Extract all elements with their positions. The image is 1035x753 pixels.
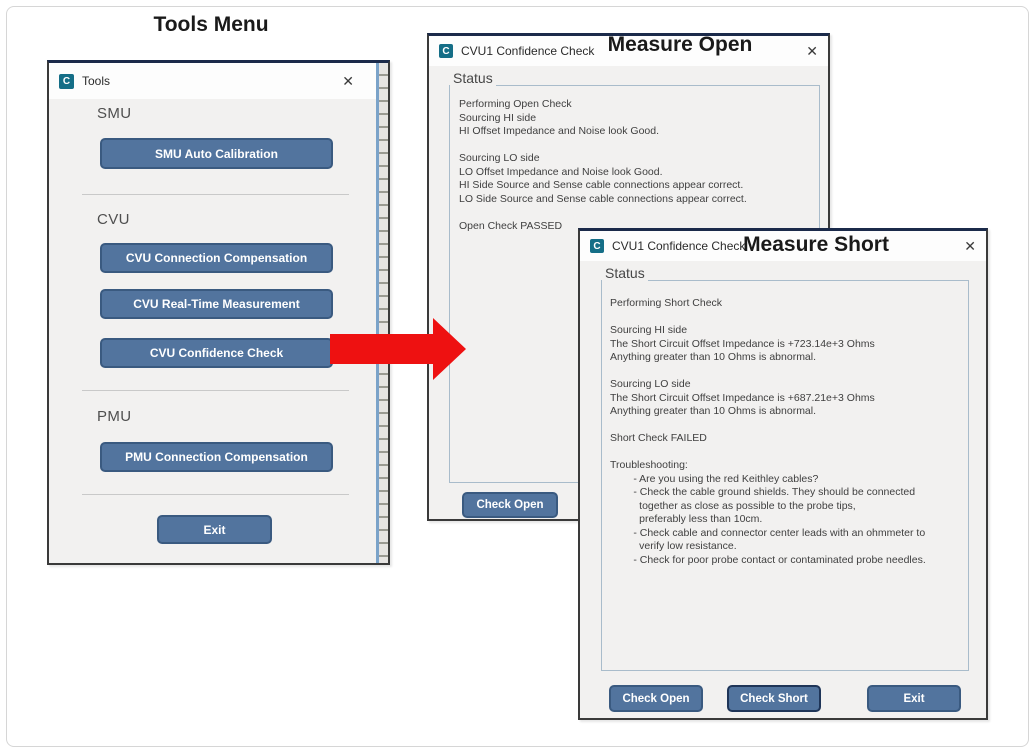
short-status-text: Performing Short Check Sourcing HI side … xyxy=(610,297,926,566)
clarius-app-icon: C xyxy=(590,239,604,253)
tools-window: C Tools ✕ SMU SMU Auto Calibration CVU C… xyxy=(47,60,390,565)
smu-auto-calibration-button[interactable]: SMU Auto Calibration xyxy=(100,138,333,169)
cvu-connection-compensation-button[interactable]: CVU Connection Compensation xyxy=(100,243,333,273)
section-label-pmu: PMU xyxy=(97,408,132,425)
tools-window-title: Tools xyxy=(82,74,111,88)
measure-short-annotation: Measure Short xyxy=(743,233,889,256)
divider xyxy=(82,494,349,495)
measure-short-window-title: CVU1 Confidence Check xyxy=(612,239,746,253)
exit-button[interactable]: Exit xyxy=(867,685,961,712)
measure-open-window-title: CVU1 Confidence Check xyxy=(461,44,595,58)
check-short-button[interactable]: Check Short xyxy=(727,685,821,712)
close-icon[interactable]: ✕ xyxy=(964,238,976,254)
tools-titlebar[interactable]: C Tools ✕ xyxy=(49,63,376,99)
open-status-text: Performing Open Check Sourcing HI side H… xyxy=(459,98,747,232)
check-open-button[interactable]: Check Open xyxy=(609,685,703,712)
measure-open-titlebar[interactable]: C CVU1 Confidence Check ✕ xyxy=(429,36,828,66)
divider xyxy=(82,194,349,195)
section-label-smu: SMU xyxy=(97,105,132,122)
scrollbar[interactable] xyxy=(376,63,388,563)
measure-short-titlebar[interactable]: C CVU1 Confidence Check ✕ xyxy=(580,231,986,261)
status-group-label: Status xyxy=(450,70,496,86)
check-open-button[interactable]: Check Open xyxy=(462,492,558,518)
pmu-connection-compensation-button[interactable]: PMU Connection Compensation xyxy=(100,442,333,472)
clarius-app-icon: C xyxy=(59,73,74,89)
divider xyxy=(82,390,349,391)
cvu-confidence-check-button[interactable]: CVU Confidence Check xyxy=(100,338,333,368)
status-group-label: Status xyxy=(602,265,648,281)
exit-button[interactable]: Exit xyxy=(157,515,272,544)
red-arrow-icon xyxy=(330,318,466,380)
cvu-real-time-measurement-button[interactable]: CVU Real-Time Measurement xyxy=(100,289,333,319)
close-icon[interactable]: ✕ xyxy=(806,43,818,59)
measure-open-annotation: Measure Open xyxy=(607,33,753,56)
close-icon[interactable]: ✕ xyxy=(342,73,354,89)
clarius-app-icon: C xyxy=(439,44,453,58)
measure-short-window: C CVU1 Confidence Check ✕ Status Perform… xyxy=(578,228,988,720)
status-group-box xyxy=(601,280,969,671)
section-label-cvu: CVU xyxy=(97,211,130,228)
tools-menu-annotation: Tools Menu xyxy=(153,13,269,36)
